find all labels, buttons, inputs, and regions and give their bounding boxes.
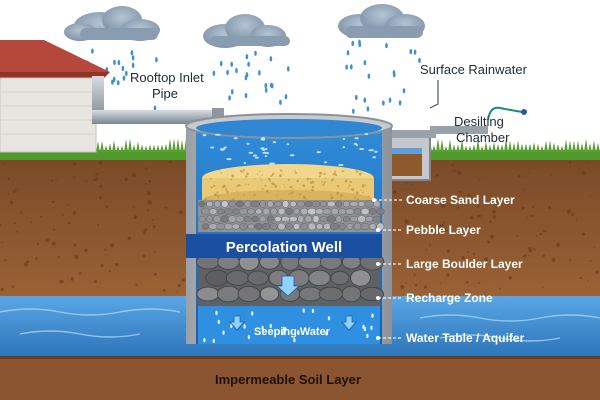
cloud-left — [64, 6, 160, 41]
cloud-right — [338, 4, 425, 38]
well-title: Percolation Well — [226, 239, 342, 256]
cloud-middle — [203, 14, 290, 48]
impermeable-soil-layer — [0, 356, 600, 400]
surface-rainwater-label: Surface Rainwater — [420, 62, 528, 77]
grass-right — [400, 138, 600, 160]
seeping-water-label: Seeping Water — [254, 326, 331, 338]
water-table-label: Water Table / Aquifer — [406, 331, 525, 345]
desilting-label-line1: Desilting — [454, 114, 504, 129]
large-boulder-label: Large Boulder Layer — [406, 257, 523, 271]
house — [0, 40, 110, 153]
recharge-zone-label: Recharge Zone — [406, 291, 493, 305]
aquifer-waves — [0, 308, 600, 342]
desilting-label-line2: Chamber — [456, 130, 510, 145]
impermeable-soil-label: Impermeable Soil Layer — [215, 372, 361, 387]
surface-rainwater-pointer — [429, 80, 439, 109]
rainwater-inflow-wire — [487, 106, 523, 121]
pebble-layer — [198, 200, 385, 232]
rooftop-inlet-label-line2: Pipe — [152, 86, 178, 101]
leader-lines — [374, 199, 402, 339]
pebble-label: Pebble Layer — [406, 223, 481, 237]
well-title-banner — [186, 234, 382, 258]
coarse-sand-label: Coarse Sand Layer — [406, 193, 515, 207]
leader-dots — [372, 198, 380, 340]
rooftop-inlet-label-line1: Rooftop Inlet — [130, 70, 204, 85]
flow-arrows — [229, 275, 357, 331]
rainwater-inflow-tip — [521, 109, 527, 115]
